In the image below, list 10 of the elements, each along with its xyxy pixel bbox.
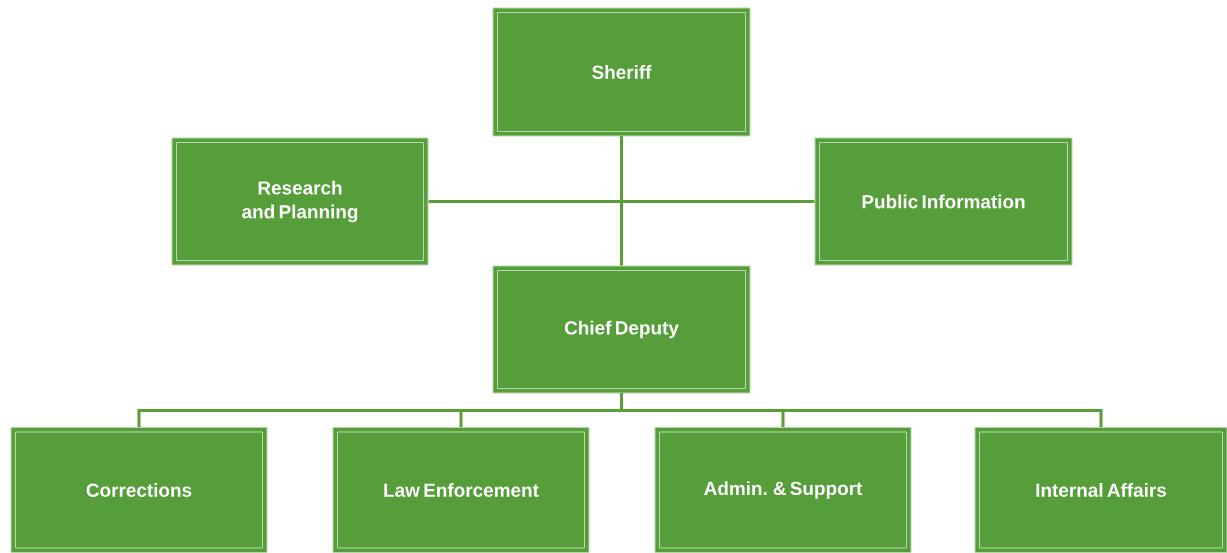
org-box: Corrections: [10, 427, 268, 553]
org-box: Sheriff: [492, 7, 751, 137]
org-box: Law Enforcement: [332, 427, 590, 553]
org-box: Chief Deputy: [492, 265, 751, 394]
org-box: Admin. & Support: [654, 427, 912, 553]
connector-line: [620, 136, 815, 203]
org-box: Research and Planning: [171, 137, 429, 266]
connector-line: [620, 393, 1103, 427]
org-box: Public Information: [814, 137, 1073, 266]
org-box: Internal Affairs: [974, 427, 1227, 553]
